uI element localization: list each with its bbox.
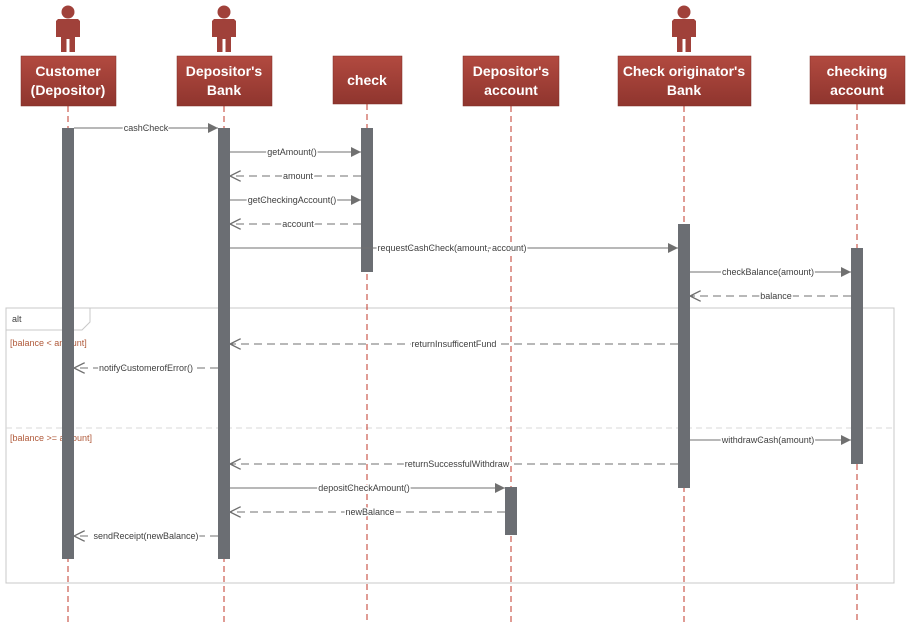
- lifeline-label: (Depositor): [31, 82, 106, 98]
- lifeline-box-depositors-bank: Depositor's Bank: [176, 55, 273, 107]
- message-label: returnSuccessfulWithdraw: [405, 459, 510, 469]
- message-label: getCheckingAccount(): [248, 195, 337, 205]
- activation-bar: [218, 128, 230, 559]
- message-withdrawcash: withdrawCash(amount): [690, 434, 851, 447]
- message-cashcheck: cashCheck: [74, 122, 218, 135]
- actor-icon: [56, 5, 80, 52]
- message-getcheckingaccount: getCheckingAccount(): [230, 194, 361, 207]
- activation-bar: [678, 224, 690, 488]
- message-label: sendReceipt(newBalance): [93, 531, 198, 541]
- message-label: balance: [760, 291, 792, 301]
- actor-icon: [212, 5, 236, 52]
- activation-bar: [505, 487, 517, 535]
- lifeline-label: Bank: [667, 82, 701, 98]
- message-account-return: account: [230, 218, 361, 231]
- lifeline-box-originators-bank: Check originator's Bank: [617, 55, 752, 107]
- guard-insufficient: [balance < amount]: [10, 338, 87, 348]
- activation-bar-overlay: [62, 336, 74, 350]
- message-returninsufficentfund: returnInsufficentFund: [230, 338, 678, 351]
- activation-bar-overlay: [62, 431, 74, 445]
- message-label: checkBalance(amount): [722, 267, 814, 277]
- message-label: notifyCustomerofError(): [99, 363, 193, 373]
- lifeline-box-checking-account: checking account: [809, 55, 906, 105]
- lifeline-box-depositors-account: Depositor's account: [462, 55, 560, 107]
- message-label: returnInsufficentFund: [412, 339, 497, 349]
- message-sendreceipt: sendReceipt(newBalance): [74, 530, 218, 543]
- lifeline-label: Bank: [207, 82, 241, 98]
- message-getamount: getAmount(): [230, 146, 361, 159]
- lifeline-label: Depositor's: [473, 63, 550, 79]
- message-label: withdrawCash(amount): [721, 435, 815, 445]
- message-label: amount: [283, 171, 314, 181]
- message-returnsuccessfulwithdraw: returnSuccessfulWithdraw: [230, 458, 678, 471]
- lifeline-box-customer: Customer (Depositor): [20, 55, 117, 107]
- message-balance-return: balance: [690, 290, 851, 303]
- message-label: cashCheck: [124, 123, 169, 133]
- alt-operator-label: alt: [12, 314, 22, 324]
- actor-icon: [672, 5, 696, 52]
- message-amount-return: amount: [230, 170, 361, 183]
- message-checkbalance: checkBalance(amount): [690, 266, 851, 279]
- lifeline-label: Depositor's: [186, 63, 263, 79]
- activation-bar: [851, 248, 863, 464]
- lifeline-box-check: check: [332, 55, 403, 105]
- message-label: depositCheckAmount(): [318, 483, 410, 493]
- lifeline-label: checking: [827, 63, 888, 79]
- lifeline-label: check: [347, 72, 387, 88]
- message-depositcheckamount: depositCheckAmount(): [230, 482, 505, 495]
- lifeline-label: account: [830, 82, 884, 98]
- message-newbalance-return: newBalance: [230, 506, 505, 519]
- message-label: getAmount(): [267, 147, 317, 157]
- message-label: newBalance: [345, 507, 394, 517]
- alt-frame: alt: [5, 307, 895, 584]
- message-label: account: [282, 219, 314, 229]
- message-label: requestCashCheck(amount, account): [377, 243, 526, 253]
- message-notifycustomeroferror: notifyCustomerofError(): [74, 362, 218, 375]
- guard-sufficient: [balance >= amount]: [10, 433, 92, 443]
- lifeline-label: account: [484, 82, 538, 98]
- lifeline-label: Customer: [35, 63, 101, 79]
- lifeline-label: Check originator's: [623, 63, 746, 79]
- activation-bar: [361, 128, 373, 272]
- message-requestcashcheck: requestCashCheck(amount, account): [230, 242, 678, 255]
